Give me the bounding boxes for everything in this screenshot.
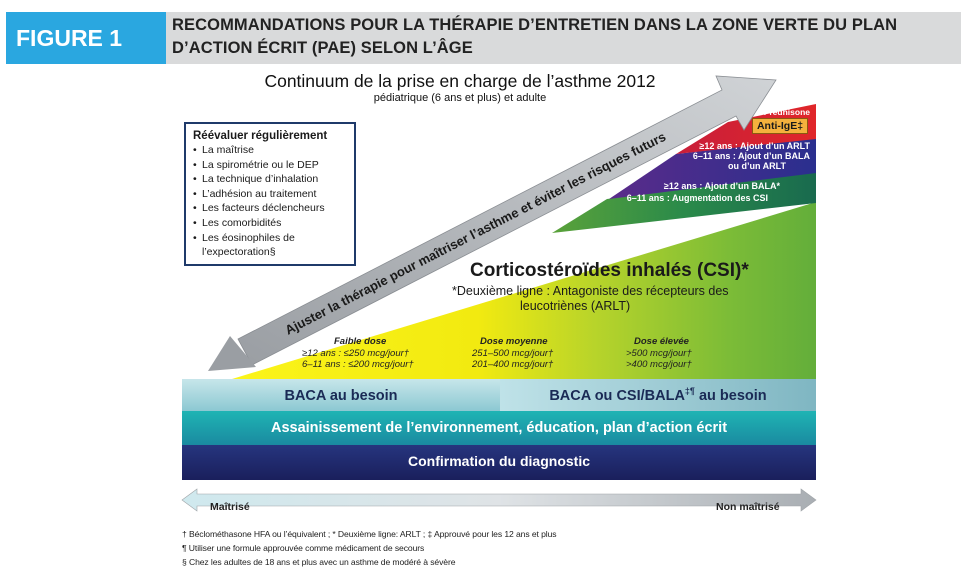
green-step-line-2: 6–11 ans : Augmentation des CSI [626, 193, 768, 203]
baca-left-layer [182, 379, 500, 411]
controlled-label: Maîtrisé [210, 501, 250, 513]
baca-right-label-sup: ‡¶ [684, 386, 695, 396]
reassess-item: • Les éosinophiles de [193, 231, 348, 246]
footnote-1: † Béclométhasone HFA ou l’équivalent ; *… [182, 529, 557, 539]
diagnosis-layer [182, 445, 816, 480]
figure-title: RECOMMANDATIONS POUR LA THÉRAPIE D’ENTRE… [166, 12, 961, 64]
dose-medium-line-2: 201–400 mcg/jour† [472, 359, 554, 370]
environment-layer [182, 411, 816, 445]
purple-step-line-2: 6–11 ans : Ajout d’un BALA [692, 151, 810, 161]
dose-medium-line-1: 251–500 mcg/jour† [472, 348, 554, 359]
dose-high-heading: Dose élevée [634, 336, 689, 347]
reassess-item: • La spirométrie ou le DEP [193, 158, 348, 173]
footnote-2: ¶ Utiliser une formule approuvée comme m… [182, 543, 425, 553]
reassess-item: • La maîtrise [193, 143, 348, 158]
adjust-therapy-arrow [237, 75, 777, 366]
figure-header: FIGURE 1 RECOMMANDATIONS POUR LA THÉRAPI… [0, 0, 972, 64]
dose-low-line-2: 6–11 ans : ≤200 mcg/jour† [302, 359, 414, 370]
baca-left-label: BACA au besoin [284, 388, 398, 404]
bullet-icon: • [193, 231, 197, 244]
purple-step-line-1: ≥12 ans : Ajout d’un ARLT [699, 141, 810, 151]
reassess-item-label: Les comorbidités [202, 216, 282, 229]
continuum-title: Continuum de la prise en charge de l’ast… [264, 71, 656, 91]
csi-second-line-2: leucotriènes (ARLT) [520, 299, 631, 313]
dose-high-line-2: >400 mcg/jour† [626, 359, 692, 370]
reassess-item: • La technique d’inhalation [193, 172, 348, 187]
dose-medium-heading: Dose moyenne [480, 336, 548, 347]
csi-title: Corticostéroïdes inhalés (CSI)* [470, 260, 749, 281]
csi-second-line-1: *Deuxième ligne : Antagoniste des récept… [452, 284, 729, 298]
bullet-icon: • [193, 173, 197, 186]
reassess-title: Réévaluer régulièrement [193, 130, 328, 142]
reassess-item-label: La technique d’inhalation [202, 173, 319, 186]
figure-label: FIGURE 1 [6, 12, 166, 64]
reassess-item-label: L’adhésion au traitement [202, 187, 317, 200]
purple-step-line-3: ou d’un ARLT [728, 161, 786, 171]
bullet-icon: • [193, 144, 197, 156]
reassess-item-label: La maîtrise [202, 144, 254, 156]
green-step-band [552, 172, 816, 233]
continuum-subtitle: pédiatrique (6 ans et plus) et adulte [373, 92, 547, 104]
green-step-line-1: ≥12 ans : Ajout d’un BALA* [663, 181, 780, 191]
anti-ige-badge: Anti-IgE‡ [752, 118, 808, 134]
dose-low-heading: Faible dose [334, 336, 387, 347]
control-range-arrow [181, 488, 817, 512]
bullet-icon: • [193, 202, 197, 215]
figure-title-line-1: RECOMMANDATIONS POUR LA THÉRAPIE D’ENTRE… [172, 16, 898, 34]
dose-high-line-1: >500 mcg/jour† [626, 348, 692, 359]
dose-low-line-1: ≥12 ans : ≤250 mcg/jour† [302, 348, 410, 359]
reassess-item-label: Les facteurs déclencheurs [202, 202, 325, 215]
reassess-box: Réévaluer régulièrement • La maîtrise • La… [184, 122, 356, 266]
reassess-item-label: Les éosinophiles de [202, 231, 295, 244]
reassess-item: • L’adhésion au traitement [193, 187, 348, 202]
diagnosis-label: Confirmation du diagnostic [408, 453, 590, 469]
baca-right-label-main: BACA ou CSI/BALA [549, 387, 685, 404]
reassess-item-label: l’expectoration§ [202, 246, 276, 259]
bullet-icon: • [193, 216, 197, 229]
uncontrolled-label: Non maîtrisé [716, 501, 780, 513]
purple-step-band [609, 138, 816, 199]
baca-right-label: BACA ou CSI/BALA‡¶ au besoin [500, 386, 816, 404]
bullet-icon: • [193, 158, 197, 171]
bullet-icon: • [193, 187, 197, 200]
environment-label: Assainissement de l’environnement, éduca… [270, 420, 728, 436]
baca-right-label-end: au besoin [694, 387, 767, 404]
figure-title-line-2: D’ACTION ÉCRIT (PAE) SELON L’ÂGE [172, 39, 473, 57]
prednisone-label: Prednisone [763, 107, 810, 117]
adjust-therapy-arrow-tail [208, 336, 256, 371]
reassess-item: • Les comorbidités [193, 216, 348, 231]
red-step-band [676, 104, 816, 154]
reassess-item: l’expectoration§ [193, 245, 348, 260]
reassess-item: • Les facteurs déclencheurs [193, 201, 348, 216]
reassess-item-label: La spirométrie ou le DEP [202, 158, 319, 171]
baca-right-layer [500, 379, 816, 411]
footnote-3: § Chez les adultes de 18 ans et plus ave… [182, 557, 456, 567]
csi-yellow-green-region [232, 202, 816, 379]
